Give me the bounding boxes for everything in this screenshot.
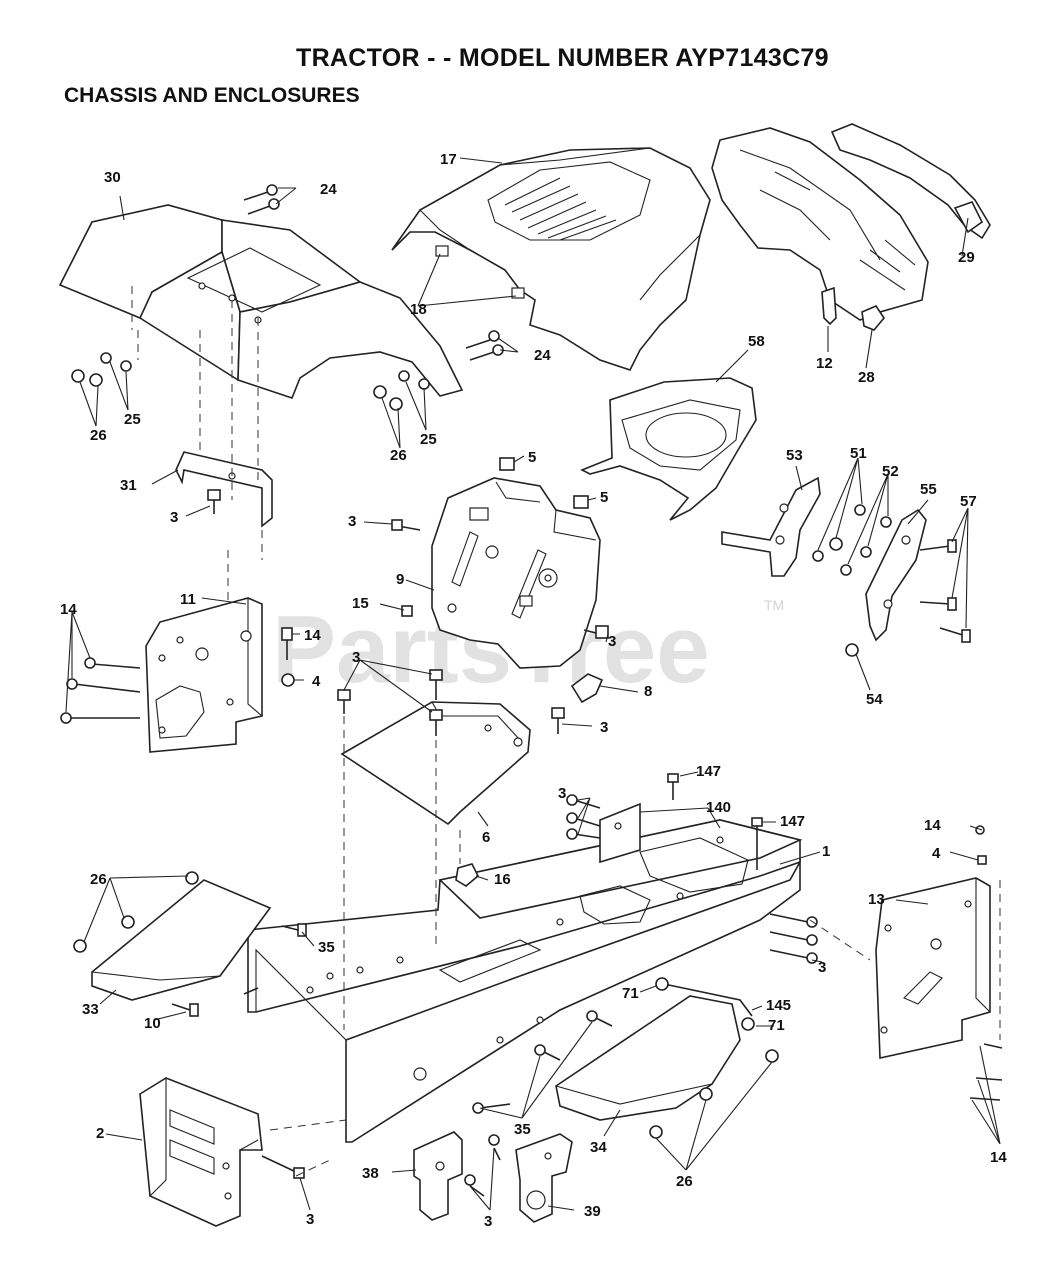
callout-3: 3	[352, 649, 360, 666]
callout-24: 24	[320, 181, 337, 198]
callout-26: 26	[390, 447, 407, 464]
part-30-rear-fender	[58, 204, 464, 399]
washer-stack-51-52	[812, 504, 892, 576]
callout-35: 35	[514, 1121, 531, 1138]
part-38-pedal-mount	[413, 1131, 463, 1221]
callout-14: 14	[990, 1149, 1007, 1166]
leader-lines	[65, 157, 1001, 1211]
callout-2: 2	[96, 1125, 104, 1142]
part-29-hood-side-panel	[711, 123, 991, 321]
callout-labels: 30 24 17 29 18 24 12 28 25 26 25 26 58 3…	[60, 151, 1007, 1230]
part-145-rod	[655, 977, 755, 1031]
part-1-main-frame	[247, 819, 803, 1143]
part-140-bracket	[566, 794, 641, 864]
callout-11: 11	[180, 591, 196, 608]
callout-57: 57	[960, 493, 977, 510]
callout-53: 53	[786, 447, 803, 464]
part-39-pedal-mount	[464, 1133, 573, 1223]
callout-34: 34	[590, 1139, 607, 1156]
grommet-5-upper	[499, 457, 589, 509]
callout-58: 58	[748, 333, 765, 350]
callout-71: 71	[768, 1017, 785, 1034]
callout-3: 3	[600, 719, 608, 736]
callout-3: 3	[348, 513, 356, 530]
screws-3	[207, 489, 609, 736]
callout-13: 13	[868, 891, 885, 908]
callout-3: 3	[818, 959, 826, 976]
spacer-16	[455, 863, 479, 887]
callout-9: 9	[396, 571, 404, 588]
bolts-35	[472, 1010, 613, 1114]
diagram-subtitle: CHASSIS AND ENCLOSURES	[64, 84, 360, 107]
part-34-right-footrest	[555, 995, 779, 1139]
callout-4: 4	[312, 673, 321, 690]
part-9-dash-panel	[431, 477, 601, 669]
callout-29: 29	[958, 249, 975, 266]
part-13-right-side-panel	[875, 825, 1003, 1101]
callout-147: 147	[780, 813, 805, 830]
callout-4: 4	[932, 845, 941, 862]
callout-25: 25	[420, 431, 437, 448]
part-53-pedal-bracket	[721, 476, 821, 577]
callout-26: 26	[90, 871, 107, 888]
part-33-left-footrest	[73, 871, 307, 1017]
callout-3: 3	[558, 785, 566, 802]
callout-147: 147	[696, 763, 721, 780]
callout-28: 28	[858, 369, 875, 386]
callout-39: 39	[584, 1203, 601, 1220]
callout-30: 30	[104, 169, 121, 186]
callout-15: 15	[352, 595, 369, 612]
callout-3: 3	[608, 633, 616, 650]
callout-71: 71	[622, 985, 639, 1002]
bolts-3-right	[769, 913, 818, 964]
callout-3: 3	[484, 1213, 492, 1230]
diagram-title: TRACTOR - - MODEL NUMBER AYP7143C79	[296, 44, 829, 72]
callout-51: 51	[850, 445, 867, 462]
assembly-dashed-lines	[131, 286, 1001, 1177]
watermark-tm: TM	[764, 597, 784, 613]
callout-38: 38	[362, 1165, 379, 1182]
part-8-clip	[570, 673, 604, 704]
part-11-left-side-panel	[145, 597, 263, 753]
callout-1: 1	[822, 843, 830, 860]
part-17-hood	[391, 147, 711, 371]
callout-6: 6	[482, 829, 490, 846]
callout-54: 54	[866, 691, 883, 708]
callout-17: 17	[440, 151, 457, 168]
callout-24: 24	[534, 347, 551, 364]
callout-5: 5	[528, 449, 536, 466]
callout-3: 3	[170, 509, 178, 526]
callout-12: 12	[816, 355, 833, 372]
part-55-pedal-plate	[865, 508, 927, 642]
callout-5: 5	[600, 489, 608, 506]
callout-55: 55	[920, 481, 937, 498]
bolts-14-left	[60, 627, 295, 724]
callout-26: 26	[90, 427, 107, 444]
callout-140: 140	[706, 799, 731, 816]
part-6-floor-plate	[340, 701, 531, 826]
callout-16: 16	[494, 871, 511, 888]
callout-3: 3	[306, 1211, 314, 1228]
part-2-front-bracket	[139, 1077, 305, 1227]
callout-26: 26	[676, 1173, 693, 1190]
part-12-hood-bracket	[821, 286, 885, 331]
part-58-dash-shroud	[580, 377, 757, 521]
callout-10: 10	[144, 1015, 161, 1032]
callout-14: 14	[304, 627, 321, 644]
callout-35: 35	[318, 939, 335, 956]
callout-33: 33	[82, 1001, 99, 1018]
bolts-57	[845, 539, 971, 657]
callout-145: 145	[766, 997, 791, 1014]
callout-52: 52	[882, 463, 899, 480]
callout-31: 31	[120, 477, 137, 494]
callout-25: 25	[124, 411, 141, 428]
fasteners-24-25-26	[71, 184, 504, 411]
callout-14: 14	[60, 601, 77, 618]
callout-14: 14	[924, 817, 941, 834]
callout-18: 18	[410, 301, 427, 318]
callout-8: 8	[644, 683, 652, 700]
